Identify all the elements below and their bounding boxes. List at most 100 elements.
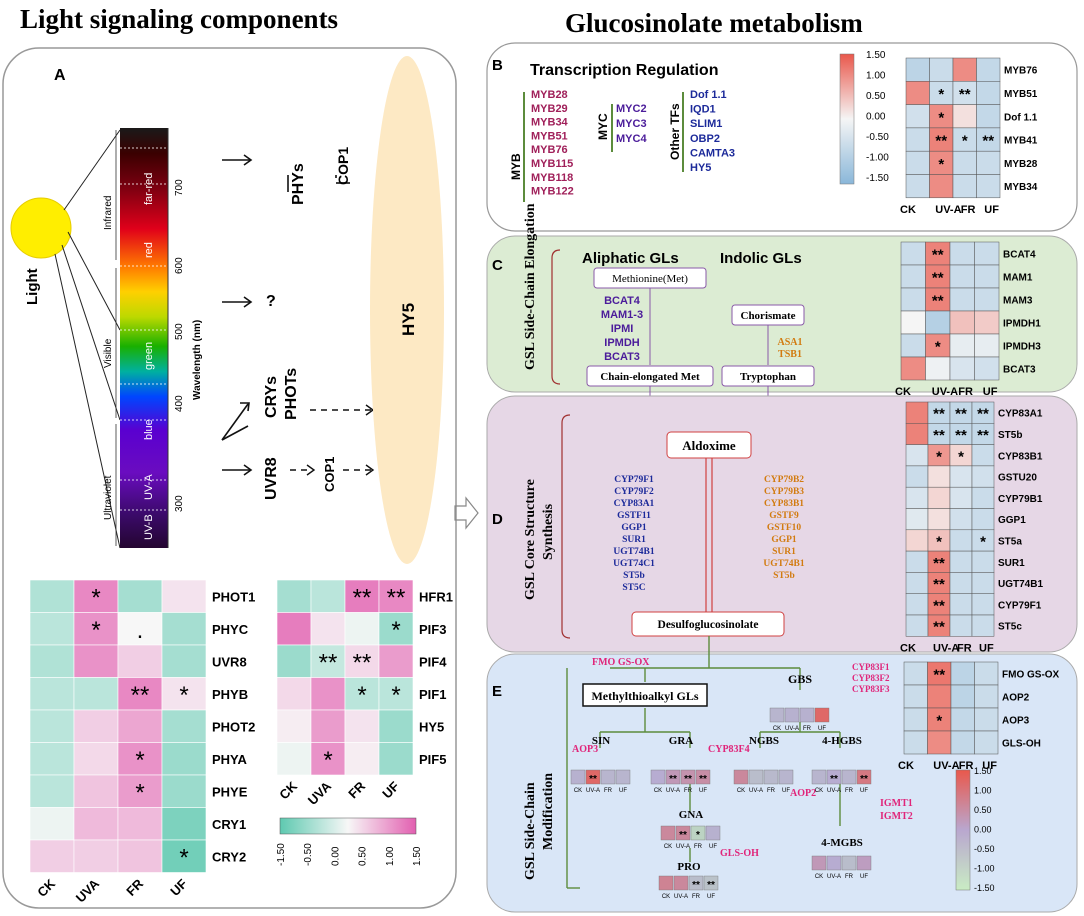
mini-col-label: FR xyxy=(694,844,703,850)
legend-e-tick: 0.00 xyxy=(974,825,992,835)
panel_c-col-label: UF xyxy=(983,386,998,398)
heatmap_a2-row-label: HFR1 xyxy=(419,589,453,604)
panel_e-cell xyxy=(903,684,928,709)
legend-b-ticks: 1.501.000.500.00-0.50-1.00-1.50 xyxy=(866,50,889,184)
heatmap_a2-cell xyxy=(276,644,312,678)
connector-arrow-icon xyxy=(454,496,479,530)
phots-label: PHOTs xyxy=(283,368,300,420)
panel_e-cell xyxy=(974,684,999,709)
mini-star: ** xyxy=(589,774,597,785)
mini-cell xyxy=(650,769,666,785)
mini-col-label: FR xyxy=(845,788,854,794)
panel_d-row-label: ST5b xyxy=(998,430,1022,441)
panel_e-cell xyxy=(974,730,999,755)
other-tfs-label: Other TFs xyxy=(668,103,682,160)
heatmap_a2-cell xyxy=(344,709,380,743)
aldoxime-box xyxy=(666,431,752,459)
igmt-gene: IGMT1 xyxy=(880,798,913,809)
other-tf-gene: Dof 1.1 xyxy=(690,89,727,101)
heatmap_a1-cell xyxy=(73,742,119,776)
mini-col-label: CK xyxy=(574,788,582,794)
panel_c-star: ** xyxy=(932,247,944,264)
mini-col-label: FR xyxy=(803,726,812,732)
mini-cell xyxy=(748,769,764,785)
band-uvb: UV-B xyxy=(143,514,155,540)
panel_b-cell xyxy=(905,150,930,175)
panel_d-cell xyxy=(949,572,973,594)
panel_c-col-label: FR xyxy=(958,386,973,398)
heatmap_a2-row-label: PIF5 xyxy=(419,752,446,767)
panel_b-row-label: MYB34 xyxy=(1004,182,1038,193)
core-gene-indolic: CYP79B2 xyxy=(764,475,804,485)
title-left: Light signaling components xyxy=(20,4,338,34)
tryptophan-label: Tryptophan xyxy=(740,371,796,383)
myb-gene: MYB34 xyxy=(531,117,569,129)
panel_b-cell xyxy=(905,104,930,129)
wavelength-label: Wavelength (nm) xyxy=(192,320,203,400)
panel_d-star: * xyxy=(958,448,964,465)
core-gene-aliphatic: GGP1 xyxy=(621,523,647,533)
mini-cell xyxy=(703,875,719,891)
heatmap_a2-star: * xyxy=(323,747,332,774)
heatmap_a2-row-label: PIF1 xyxy=(419,687,446,702)
heatmap_a1-cell xyxy=(29,774,75,808)
heatmap_a2-star: ** xyxy=(387,584,406,611)
legend-b-tick: 1.00 xyxy=(866,71,886,82)
mini-col-label: FR xyxy=(684,788,693,794)
myb-gene: MYB28 xyxy=(531,89,568,101)
legend-b-tick: -1.50 xyxy=(866,173,889,184)
panel_c-cell xyxy=(949,241,975,266)
panel_d-cell xyxy=(971,550,995,573)
mini-cell xyxy=(769,707,785,723)
mini-col-label: UV-A xyxy=(674,894,688,900)
mini-col-label: UV-A xyxy=(827,874,841,880)
heatmap_a1-star: . xyxy=(137,617,144,644)
phys-label: PHYs xyxy=(290,163,307,205)
panel_d-cell xyxy=(927,465,951,488)
panel_e-row-label: FMO GS-OX xyxy=(1002,670,1060,681)
heatmap_a1-row-label: PHOT1 xyxy=(212,589,255,604)
core-gene-aliphatic: SUR1 xyxy=(622,535,646,545)
heatmap-light-receptors: *PHOT1*.PHYCUVR8***PHYBPHOT2*PHYA*PHYECR… xyxy=(29,579,255,905)
heatmap_a2-cell xyxy=(344,644,380,678)
panel_e-cell xyxy=(903,707,928,732)
tick-400: 400 xyxy=(174,395,185,412)
heatmap_a1-cell xyxy=(117,579,163,613)
panel_e-cell xyxy=(927,730,952,755)
panel_d-row-label: ST5a xyxy=(998,536,1022,547)
band-green: green xyxy=(143,342,155,370)
panel_b-star: * xyxy=(938,156,944,173)
core-gene-aliphatic: CYP79F1 xyxy=(614,475,654,485)
mini-cell xyxy=(826,855,842,871)
panel_c-row-label: BCAT3 xyxy=(1003,365,1036,376)
heatmap_a2-cell xyxy=(310,612,346,646)
chorismate-label: Chorismate xyxy=(741,310,796,322)
panel_d-star: ** xyxy=(933,619,945,636)
mini-cell xyxy=(841,855,857,871)
panel_c-cell xyxy=(900,287,926,312)
myc-gene: MYC4 xyxy=(616,133,647,145)
panel_c-row-label: BCAT4 xyxy=(1003,250,1036,261)
panel_b-cell xyxy=(905,127,930,152)
panel_e-cell xyxy=(950,661,975,686)
mini-col-label: UV-A xyxy=(785,726,799,732)
panel_e-row-label: GLS-OH xyxy=(1002,739,1041,750)
legend-e-tick: -0.50 xyxy=(974,844,995,854)
mini-star: ** xyxy=(669,774,677,785)
panel_d-cell xyxy=(971,486,995,509)
panel_c-cell xyxy=(949,264,975,289)
heatmap_a2-cell xyxy=(378,644,414,678)
heatmap_a1-row-label: PHYA xyxy=(212,752,248,767)
region-infrared: Infrared xyxy=(103,196,114,230)
panel_b-row-label: MYB51 xyxy=(1004,89,1038,100)
myb-gene: MYB51 xyxy=(531,130,568,142)
legend-e-tick: -1.50 xyxy=(974,883,995,893)
heatmap_a2-cell xyxy=(344,742,380,776)
node-label: PRO xyxy=(677,861,701,873)
heatmap_a2-star: * xyxy=(357,682,366,709)
panel_d-cell xyxy=(949,508,973,531)
methylthio-label: Methylthioalkyl GLs xyxy=(591,689,698,703)
panel_d-cell xyxy=(905,401,929,424)
